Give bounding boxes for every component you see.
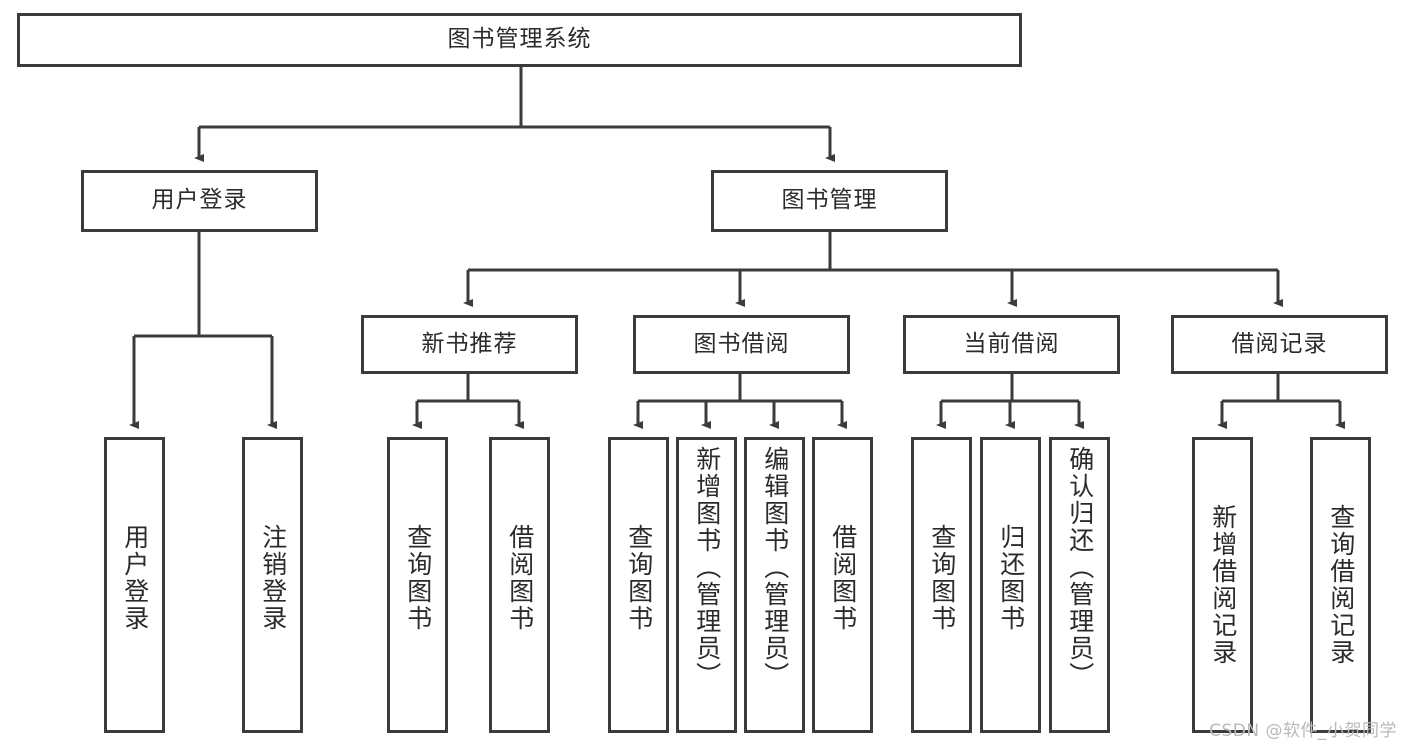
leaf-label: 查询图书 [927,524,957,632]
node-new-book[interactable]: 新书推荐 [361,315,578,374]
leaf-borrow-book-add[interactable]: 新增图书（管理员） [676,437,737,733]
leaf-label: 归还图书 [996,524,1026,632]
node-borrow-record-label: 借阅记录 [1231,330,1328,357]
leaf-borrow-book-borrow[interactable]: 借阅图书 [812,437,873,733]
leaf-user-login-signout[interactable]: 注销登录 [242,437,303,733]
leaf-current-borrow-confirm[interactable]: 确认归还（管理员） [1049,437,1110,733]
leaf-new-book-borrow[interactable]: 借阅图书 [489,437,550,733]
leaf-label: 借阅图书 [828,524,858,632]
node-borrow-book-label: 图书借阅 [693,330,790,357]
leaf-label: 新增图书（管理员） [692,446,722,689]
node-current-borrow-label: 当前借阅 [963,330,1060,357]
node-book-manage[interactable]: 图书管理 [711,170,948,232]
leaf-borrow-record-query[interactable]: 查询借阅记录 [1310,437,1371,733]
node-user-login[interactable]: 用户登录 [81,170,318,232]
leaf-current-borrow-query[interactable]: 查询图书 [911,437,972,733]
leaf-user-login-signin[interactable]: 用户登录 [104,437,165,733]
watermark: CSDN @软件_小贺同学 [1209,721,1397,741]
leaf-borrow-record-add[interactable]: 新增借阅记录 [1192,437,1253,733]
leaf-borrow-book-query[interactable]: 查询图书 [608,437,669,733]
node-borrow-book[interactable]: 图书借阅 [633,315,850,374]
node-current-borrow[interactable]: 当前借阅 [903,315,1120,374]
leaf-label: 借阅图书 [505,524,535,632]
node-user-login-label: 用户登录 [151,187,248,214]
node-borrow-record[interactable]: 借阅记录 [1171,315,1388,374]
node-root-label: 图书管理系统 [447,26,592,53]
leaf-borrow-book-edit[interactable]: 编辑图书（管理员） [744,437,805,733]
leaf-label: 注销登录 [258,524,288,632]
node-root[interactable]: 图书管理系统 [17,13,1022,67]
leaf-current-borrow-return[interactable]: 归还图书 [980,437,1041,733]
leaf-label: 编辑图书（管理员） [760,446,790,689]
leaf-label: 用户登录 [120,524,150,632]
leaf-label: 查询图书 [624,524,654,632]
leaf-label: 确认归还（管理员） [1065,446,1095,689]
leaf-label: 新增借阅记录 [1208,504,1238,666]
node-new-book-label: 新书推荐 [421,330,518,357]
leaf-new-book-query[interactable]: 查询图书 [387,437,448,733]
node-book-manage-label: 图书管理 [781,187,878,214]
leaf-label: 查询图书 [403,524,433,632]
leaf-label: 查询借阅记录 [1326,504,1356,666]
